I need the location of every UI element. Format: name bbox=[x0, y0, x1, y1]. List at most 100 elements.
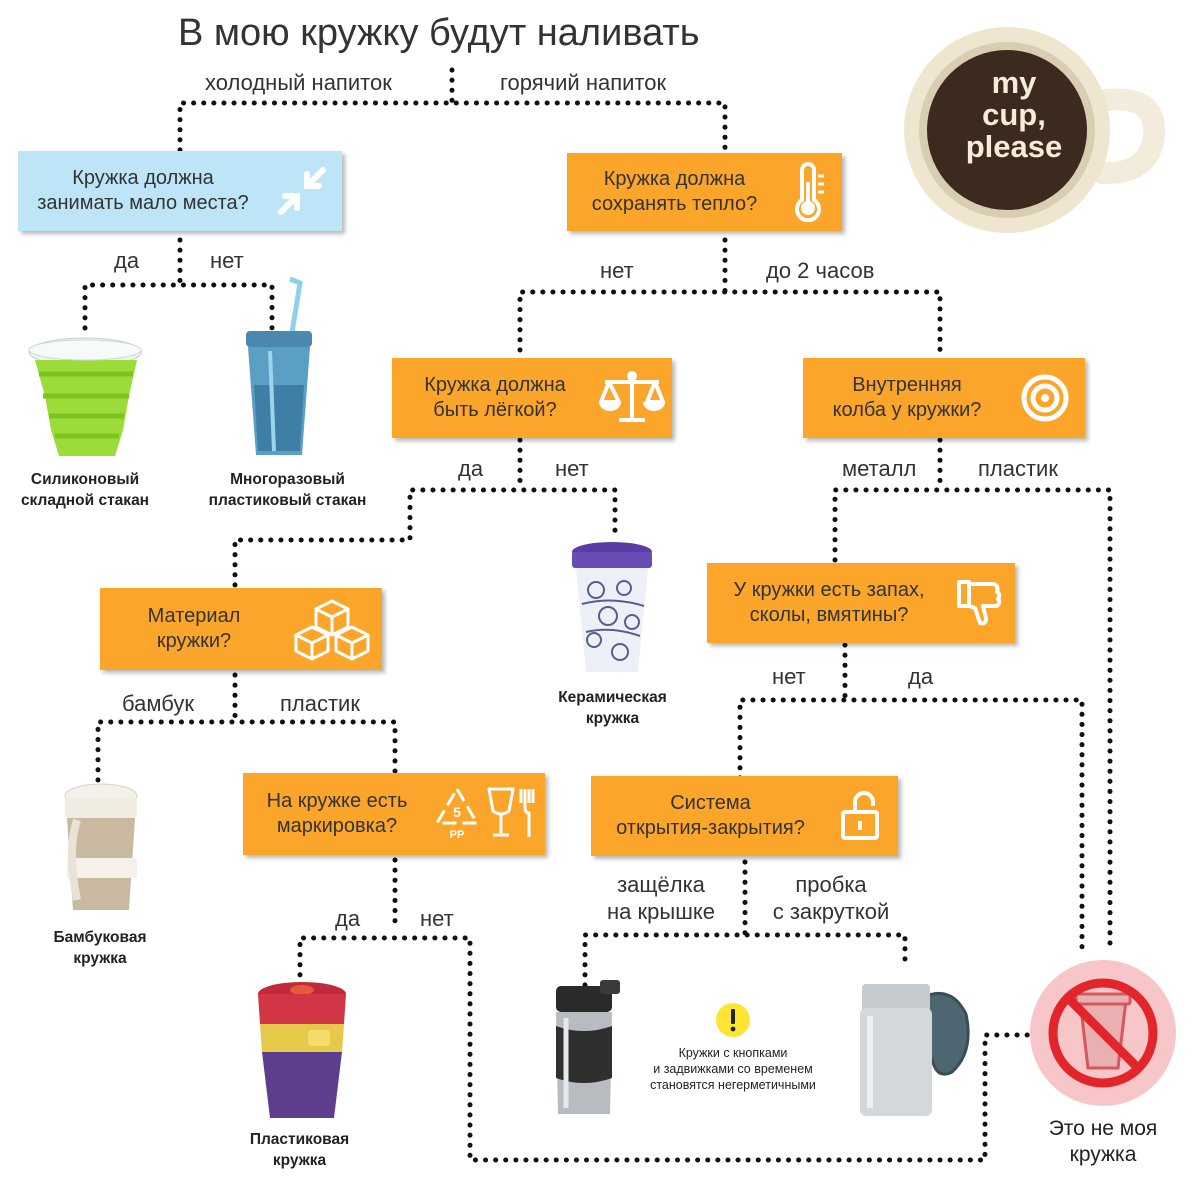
branch-flask-metal: металл bbox=[842, 456, 917, 481]
branch-light-no: нет bbox=[555, 456, 589, 481]
question-compact-text: Кружка должна занимать мало места? bbox=[18, 166, 262, 216]
branch-snap: защёлка на крышке bbox=[596, 872, 726, 926]
question-material-line2: кружки? bbox=[156, 630, 232, 652]
question-inner-flask: Внутренняя колба у кружки? bbox=[803, 358, 1085, 438]
branch-flask-plastic: пластик bbox=[978, 456, 1058, 481]
question-inner-flask-line1: Внутренняя bbox=[852, 374, 962, 396]
branch-compact-yes: да bbox=[114, 248, 140, 273]
question-keep-warm-text: Кружка должна сохранять тепло? bbox=[567, 167, 776, 217]
question-compact-line2: занимать мало места? bbox=[37, 192, 249, 214]
result-ceramic-line2: кружка bbox=[585, 709, 640, 727]
not-mine-label: Это не моя кружка bbox=[1030, 1116, 1176, 1167]
not-mine-line1: Это не моя bbox=[1048, 1117, 1158, 1140]
result-bamboo: Бамбуковая кружка bbox=[40, 928, 160, 970]
silicone-cup-image bbox=[28, 337, 142, 456]
question-smell-text: У кружки есть запах, сколы, вмятины? bbox=[707, 578, 945, 628]
question-compact-line1: Кружка должна bbox=[72, 167, 214, 189]
snap-lid-thermos-image bbox=[556, 980, 620, 1114]
keepcup-image bbox=[258, 982, 346, 1118]
my-cup-please-logo: my cup, please bbox=[904, 27, 1166, 233]
question-closing-line1: Система bbox=[670, 792, 751, 814]
ceramic-cup-image bbox=[572, 542, 652, 672]
branch-light-yes: да bbox=[458, 456, 484, 481]
result-bamboo-line2: кружка bbox=[73, 949, 127, 967]
recycle-code: PP bbox=[450, 829, 465, 841]
result-plastic-line2: кружка bbox=[272, 1151, 327, 1169]
bamboo-cup-image bbox=[64, 783, 138, 910]
result-ceramic: Керамическая кружка bbox=[545, 688, 680, 730]
question-keep-warm-line1: Кружка должна bbox=[603, 168, 746, 190]
question-inner-flask-line2: колба у кружки? bbox=[832, 399, 982, 421]
branch-screw-line2: с закруткой bbox=[772, 898, 890, 924]
exclamation-icon bbox=[715, 1002, 751, 1043]
question-marking: На кружке есть маркировка? 5 PP bbox=[243, 773, 545, 855]
branch-material-bamboo: бамбук bbox=[122, 691, 194, 716]
question-light-line1: Кружка должна bbox=[424, 374, 566, 396]
branch-snap-line2: на крышке bbox=[607, 898, 715, 924]
question-closing: Система открытия-закрытия? bbox=[591, 776, 898, 856]
question-keep-warm: Кружка должна сохранять тепло? bbox=[567, 153, 842, 231]
cubes-icon bbox=[282, 594, 382, 664]
branch-warm-no: нет bbox=[600, 258, 634, 283]
question-compact: Кружка должна занимать мало места? bbox=[18, 151, 342, 231]
branch-smell-no: нет bbox=[772, 664, 806, 689]
question-closing-line2: открытия-закрытия? bbox=[616, 817, 805, 839]
question-light-line2: быть лёгкой? bbox=[433, 399, 557, 421]
question-smell-line1: У кружки есть запах, bbox=[733, 579, 925, 601]
result-reusable-plastic-line2: пластиковый стакан bbox=[208, 491, 367, 509]
question-material-text: Материал кружки? bbox=[100, 604, 282, 654]
warning-line1: Кружки с кнопками bbox=[678, 1046, 788, 1060]
branch-screw-line1: пробка bbox=[795, 872, 867, 897]
logo-line-2: cup, bbox=[982, 97, 1046, 132]
open-lock-icon bbox=[824, 781, 898, 851]
question-smell: У кружки есть запах, сколы, вмятины? bbox=[707, 563, 1015, 643]
branch-marking-no: нет bbox=[420, 906, 454, 931]
result-bamboo-line1: Бамбуковая bbox=[53, 929, 147, 946]
screw-cap-thermos-image bbox=[860, 984, 970, 1116]
question-marking-line1: На кружке есть bbox=[266, 790, 408, 812]
branch-snap-line1: защёлка bbox=[617, 872, 705, 897]
question-light-text: Кружка должна быть лёгкой? bbox=[392, 373, 592, 423]
branch-smell-yes: да bbox=[908, 664, 934, 689]
result-plastic: Пластиковая кружка bbox=[232, 1130, 367, 1172]
thumbs-down-icon bbox=[945, 568, 1015, 638]
plastic-tumbler-image bbox=[246, 276, 312, 455]
warning-text: Кружки с кнопками и задвижками со времен… bbox=[628, 1045, 838, 1093]
no-cup-icon bbox=[1030, 960, 1176, 1106]
question-smell-line2: сколы, вмятины? bbox=[749, 604, 909, 626]
branch-compact-no: нет bbox=[210, 248, 244, 273]
question-inner-flask-text: Внутренняя колба у кружки? bbox=[803, 373, 1005, 423]
question-keep-warm-line2: сохранять тепло? bbox=[591, 193, 758, 215]
question-closing-text: Система открытия-закрытия? bbox=[591, 791, 824, 841]
result-reusable-plastic: Многоразовый пластиковый стакан bbox=[200, 470, 375, 512]
target-icon bbox=[1005, 363, 1085, 433]
result-silicone-line1: Силиконовый bbox=[30, 471, 140, 488]
warning-line2: и задвижками со временем bbox=[653, 1062, 813, 1076]
page-title: В мою кружку будут наливать bbox=[178, 12, 700, 54]
recycle-food-safe-icon: 5 PP bbox=[425, 779, 545, 849]
result-silicone: Силиконовый складной стакан bbox=[10, 470, 160, 512]
question-material-line1: Материал bbox=[147, 605, 241, 627]
scales-icon bbox=[592, 363, 672, 433]
question-material: Материал кружки? bbox=[100, 588, 382, 670]
result-plastic-line1: Пластиковая bbox=[249, 1131, 350, 1148]
thermometer-icon bbox=[776, 157, 842, 227]
question-marking-text: На кружке есть маркировка? bbox=[243, 789, 425, 839]
branch-screw: пробка с закруткой bbox=[760, 872, 902, 926]
branch-marking-yes: да bbox=[335, 906, 361, 931]
branch-material-plastic: пластик bbox=[280, 691, 360, 716]
question-marking-line2: маркировка? bbox=[276, 815, 398, 837]
result-ceramic-line1: Керамическая bbox=[558, 689, 667, 706]
result-reusable-plastic-line1: Многоразовый bbox=[230, 471, 345, 488]
compress-arrows-icon bbox=[262, 156, 342, 226]
recycle-number: 5 bbox=[453, 804, 461, 820]
logo-line-3: please bbox=[966, 129, 1063, 164]
result-silicone-line2: складной стакан bbox=[20, 491, 150, 509]
question-light: Кружка должна быть лёгкой? bbox=[392, 358, 672, 438]
logo-line-1: my bbox=[992, 65, 1038, 100]
warning-line3: становятся негерметичными bbox=[650, 1078, 816, 1092]
branch-cold: холодный напиток bbox=[205, 70, 392, 95]
not-mine-line2: кружка bbox=[1069, 1142, 1137, 1166]
branch-warm-2h: до 2 часов bbox=[766, 258, 875, 283]
